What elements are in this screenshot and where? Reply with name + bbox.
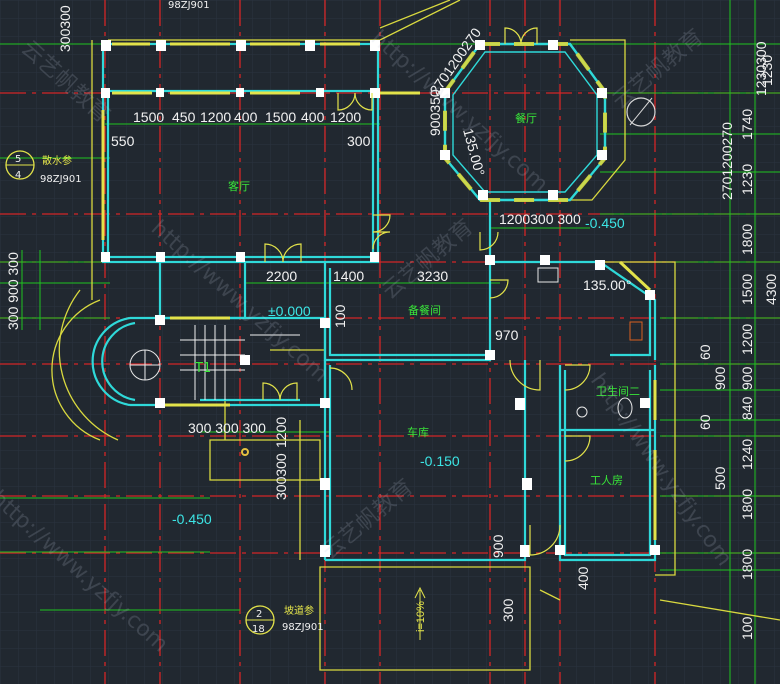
- ref1-label: 散水参: [42, 154, 72, 167]
- dim-right-1230-top: 1230: [759, 55, 775, 86]
- toilet-icon: [617, 397, 633, 419]
- dim-1200-300-300: 1200300 300: [499, 211, 581, 227]
- ref2-std: 98ZJ901: [282, 622, 324, 633]
- sink-icon: [537, 267, 559, 283]
- dim-right-900-b: 900: [712, 366, 728, 390]
- dim-top-2: 450: [172, 109, 196, 125]
- dim-right-1240: 1240: [739, 439, 755, 470]
- ref2-num: 2: [256, 609, 262, 620]
- dim-top-4: 400: [234, 109, 258, 125]
- dim-3230: 3230: [417, 268, 448, 284]
- ref1-den: 4: [15, 170, 21, 181]
- dim-right-1800-c: 1800: [739, 549, 755, 580]
- dim-right-1800-b: 1800: [739, 489, 755, 520]
- ramp-arrow: [414, 586, 426, 640]
- dim-900-350: 900350: [427, 89, 443, 136]
- dim-1200-b: 1200: [273, 417, 289, 448]
- dim-100-a: 100: [332, 304, 348, 328]
- ref-top-std: 98ZJ901: [168, 0, 210, 11]
- angle-kitchen: 135.00°: [583, 277, 631, 293]
- room-kitchen: 备餐间: [408, 303, 441, 317]
- dim-right-270: 2701200270: [719, 122, 735, 200]
- dim-right-1500: 1500: [739, 274, 755, 305]
- dim-400: 400: [575, 566, 591, 590]
- dim-1400: 1400: [333, 268, 364, 284]
- dim-right-60-a: 60: [697, 344, 713, 360]
- dim-right-100: 100: [739, 616, 755, 640]
- dim-300-300-top: 300300: [57, 5, 73, 52]
- elevation-ground: ±0.000: [268, 303, 311, 319]
- dim-right-4300: 4300: [763, 274, 779, 305]
- dim-right-1800: 1800: [739, 224, 755, 255]
- washbasin-icon: [576, 406, 588, 418]
- room-living: 客厅: [228, 179, 250, 193]
- dim-970: 970: [495, 327, 519, 343]
- doors: [262, 27, 591, 556]
- elevation-labels: ±0.000 -0.450 -0.150 -0.450 T1 i=10%: [172, 215, 625, 632]
- fixtures: [129, 267, 643, 456]
- ramp-slope: i=10%: [415, 601, 427, 632]
- dim-300-300-b: 300300: [273, 453, 289, 500]
- dim-right-500: 500: [712, 466, 728, 490]
- room-workroom: 工人房: [590, 474, 623, 487]
- dining-octagon: [443, 42, 607, 202]
- room-garage: 车库: [407, 425, 429, 439]
- room-dining: 餐厅: [515, 111, 537, 125]
- elevation-garage: -0.150: [420, 453, 460, 469]
- dim-550: 550: [111, 133, 135, 149]
- dim-300-c: 300: [500, 598, 516, 622]
- dim-top-3: 1200: [200, 109, 231, 125]
- detail-references: 5 4 散水参 98ZJ901 2 18 坡道参 98ZJ901 98ZJ901: [15, 0, 324, 635]
- dim-right-840: 840: [739, 396, 755, 420]
- dim-right-900: 900: [739, 366, 755, 390]
- dim-right-60-b: 60: [697, 414, 713, 430]
- window-strips: [101, 42, 657, 540]
- dim-top-7: 1200: [330, 109, 361, 125]
- ref1-std: 98ZJ901: [40, 174, 82, 185]
- dim-right-top: 1230300: [753, 41, 769, 96]
- ref2-label: 坡道参: [284, 604, 314, 617]
- dim-300-300-300: 300 300 300: [188, 420, 266, 436]
- dim-right-1740: 1740: [739, 109, 755, 140]
- stairs: [180, 325, 300, 400]
- ref2-den: 18: [252, 624, 265, 635]
- dim-300-900-300: 300 900 300: [5, 252, 21, 330]
- room-labels: 客厅 餐厅 备餐间 车库 卫生间二 工人房: [228, 111, 640, 487]
- dim-300-a: 300: [347, 133, 371, 149]
- elevation-dining: -0.450: [585, 215, 625, 231]
- dim-top-5: 1500: [265, 109, 296, 125]
- stair-tag: T1: [194, 361, 211, 376]
- dim-top-6: 400: [301, 109, 325, 125]
- stove-icon: [629, 321, 643, 341]
- ref1-num: 5: [15, 154, 21, 165]
- columns: [101, 40, 660, 557]
- dim-right-1230: 1230: [739, 164, 755, 195]
- dim-900-b: 900: [490, 534, 506, 558]
- room-bath2: 卫生间二: [596, 384, 640, 398]
- dim-2200: 2200: [266, 268, 297, 284]
- drain-icon: [241, 448, 249, 456]
- dim-top-1: 1500: [133, 109, 164, 125]
- section-markers: [5, 97, 656, 635]
- elevation-outside: -0.450: [172, 511, 212, 527]
- dim-right-1200: 1200: [739, 324, 755, 355]
